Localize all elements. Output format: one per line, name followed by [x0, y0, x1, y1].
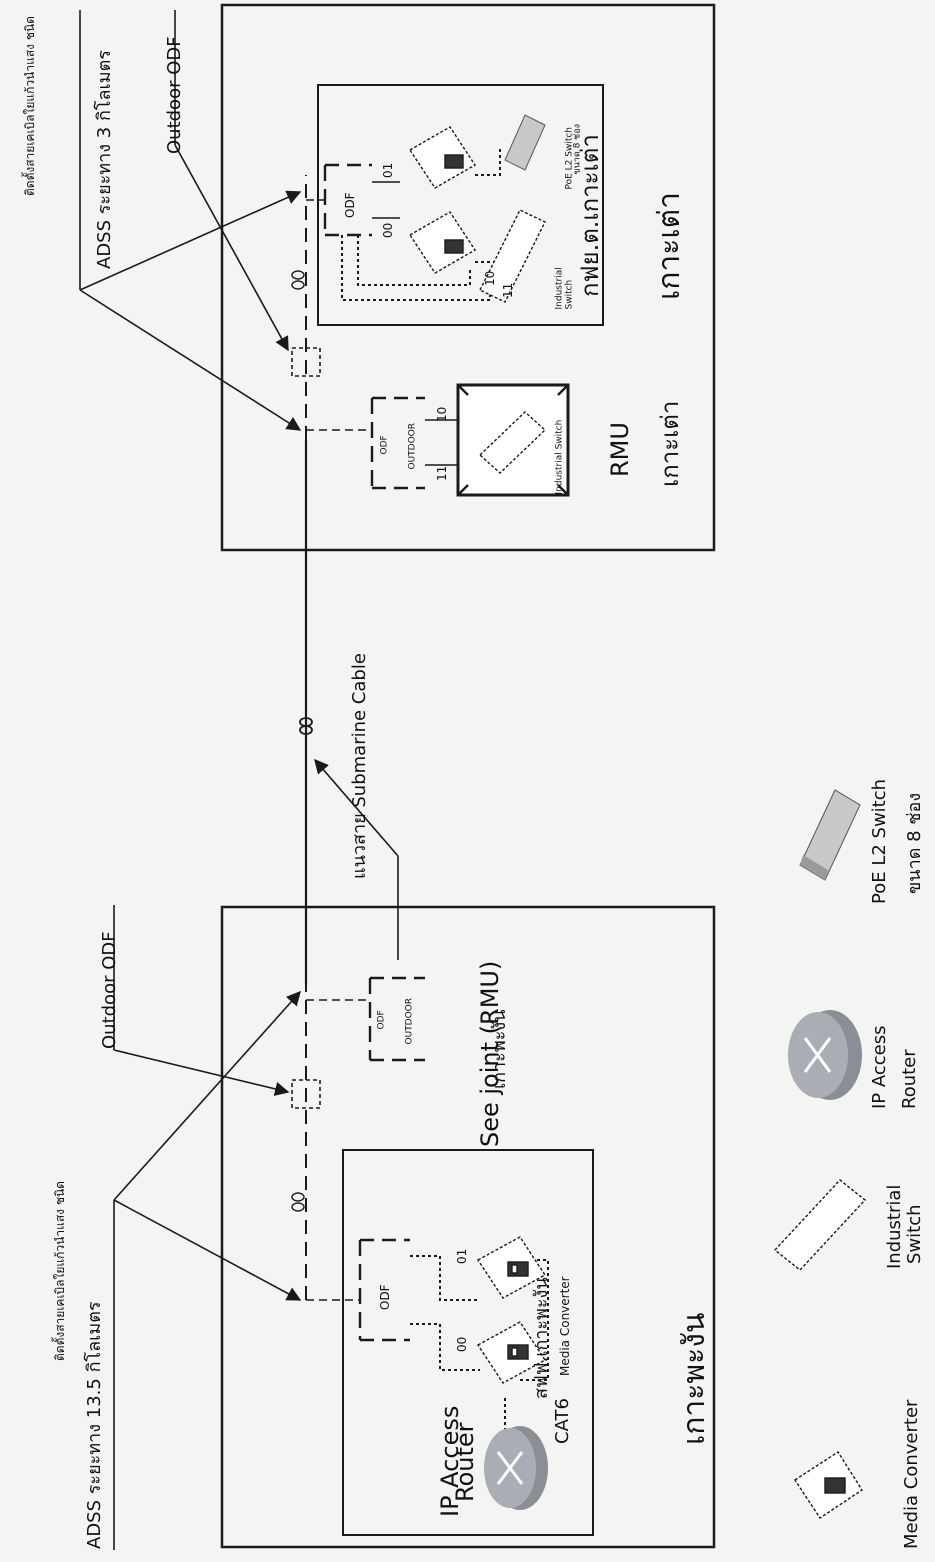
- rmu-island: เกาะเต่า: [656, 400, 684, 487]
- left-port-01: 01: [455, 1248, 469, 1264]
- submarine-cable-label: แนวสาย Submarine Cable: [349, 653, 370, 879]
- left-note-line1: ติดตั้งสายเคเบิลใยแก้วนำแสง ชนิด: [53, 1181, 67, 1361]
- left-note-line2: ADSS ระยะทาง 13.5 กิโลเมตร: [84, 1301, 105, 1549]
- legend-industrial-line2: Switch: [904, 1204, 925, 1264]
- left-fiber-links: [410, 1255, 549, 1381]
- right-switch-port-10: 10: [483, 270, 497, 286]
- rmu-odf-line1: ODF: [379, 435, 390, 455]
- right-fiber-links: [341, 148, 501, 301]
- right-ind-switch-line1: Industrial: [554, 267, 565, 310]
- right-note-line2: ADSS ระยะทาง 3 กิโลเมตร: [94, 50, 115, 269]
- seajoint-odf-line1: ODF: [376, 1010, 387, 1030]
- left-media-converter-01: [476, 1236, 547, 1299]
- right-station-box: [317, 84, 604, 326]
- left-router-icon: [484, 1426, 548, 1510]
- legend-media-converter-label: Media Converter: [901, 1399, 922, 1549]
- seajoint-odf-bracket: [306, 976, 425, 1062]
- rmu-port-11: 11: [435, 465, 449, 481]
- left-outdoor-odf-box: [291, 1079, 321, 1109]
- right-odf-bracket: [306, 163, 400, 237]
- cat6-label: CAT6: [552, 1398, 573, 1444]
- right-switch-port-11: 11: [501, 282, 515, 298]
- legend-router-icon: [788, 1010, 862, 1100]
- rmu-industrial-switch-label: Industrial Switch: [554, 419, 565, 495]
- right-media-converter-01: [409, 126, 476, 189]
- legend-poe-switch-icon: [799, 789, 861, 881]
- right-outdoor-odf-label: Outdoor ODF: [164, 36, 185, 154]
- rmu-odf-bracket: [306, 396, 460, 490]
- legend-poe-line1: PoE L2 Switch: [869, 778, 890, 904]
- right-port-00: 00: [381, 222, 395, 238]
- legend-industrial-line1: Industrial: [884, 1184, 905, 1269]
- left-outdoor-odf-label: Outdoor ODF: [99, 931, 120, 1049]
- right-poe-switch: [504, 114, 546, 171]
- left-station-box: [342, 1149, 594, 1536]
- left-media-converter-label: Media Converter: [558, 1276, 572, 1376]
- right-island-name: เกาะเต่า: [652, 192, 687, 300]
- annotation-arrows: [79, 10, 399, 1550]
- left-port-00: 00: [455, 1336, 469, 1352]
- rmu-port-10: 10: [435, 406, 449, 422]
- left-site-frame: [220, 905, 716, 1549]
- right-outdoor-odf-box: [291, 347, 321, 377]
- right-poe-size-label: ขนาด 8 ช่อง: [572, 123, 583, 175]
- right-site-frame: [220, 3, 716, 552]
- seajoint-odf-line2: OUTDOOR: [404, 997, 415, 1045]
- right-media-converter-00: [409, 211, 476, 274]
- right-ind-switch-line2: Switch: [564, 279, 575, 310]
- submarine-coil: [299, 717, 313, 735]
- right-note-line1: ติดตั้งสายเคเบิลใยแก้วนำแสง ชนิด: [23, 16, 37, 196]
- rmu-odf-line2: OUTDOOR: [407, 422, 418, 470]
- right-odf-label: ODF: [343, 192, 357, 218]
- left-island-name: เกาะพะงัน: [677, 1312, 712, 1445]
- left-media-converter-00: [476, 1321, 547, 1384]
- legend-poe-line2: ขนาด 8 ช่อง: [904, 792, 925, 894]
- router-label-line2: Router: [451, 1422, 479, 1502]
- left-station-name: สฟฟ.เกาะพะงัน: [531, 1277, 552, 1399]
- legend-industrial-switch-icon: [773, 1179, 867, 1271]
- legend-router-line1: IP Access: [869, 1025, 890, 1109]
- right-industrial-switch: [479, 209, 546, 303]
- rmu-label: RMU: [606, 422, 634, 477]
- seajoint-island: เกาะพะงัน: [489, 1009, 510, 1089]
- right-cable-coil: [291, 270, 305, 290]
- legend-media-converter-icon: [794, 1451, 863, 1519]
- right-port-01: 01: [381, 162, 395, 178]
- rmu-box: [456, 383, 570, 497]
- left-odf-label: ODF: [378, 1284, 392, 1310]
- left-cable-coil: [291, 1192, 305, 1212]
- left-odf-bracket: [306, 1238, 410, 1342]
- legend-router-line2: Router: [899, 1049, 920, 1109]
